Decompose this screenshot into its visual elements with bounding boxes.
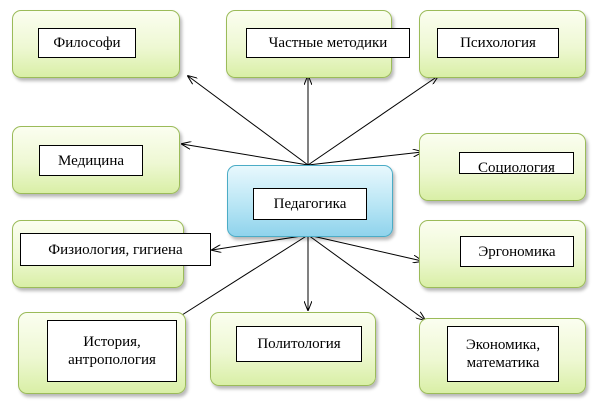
node-private-methods-label: Частные методики: [246, 28, 410, 58]
edge-psychology: [307, 76, 438, 166]
node-politology-label: Политология: [236, 326, 362, 362]
node-sociology-label: Социология: [459, 152, 574, 174]
edge-physiology: [212, 234, 309, 250]
edge-economics: [307, 234, 425, 320]
edge-philosophy: [188, 76, 309, 166]
node-physiology-label: Физиология, гигиена: [20, 233, 211, 266]
node-economics-label: Экономика, математика: [447, 326, 559, 382]
node-ergonomics-label: Эргономика: [460, 236, 574, 267]
node-pedagogy-label: Педагогика: [253, 188, 367, 220]
edge-medicine: [182, 144, 309, 166]
edge-history: [181, 234, 309, 316]
node-medicine-label: Медицина: [39, 145, 143, 176]
node-history-label: История, антропология: [47, 320, 177, 382]
edge-ergonomics: [307, 234, 422, 261]
edge-sociology: [307, 152, 422, 166]
node-psychology-label: Психология: [437, 28, 559, 58]
node-philosophy-label: Философи: [38, 28, 136, 58]
